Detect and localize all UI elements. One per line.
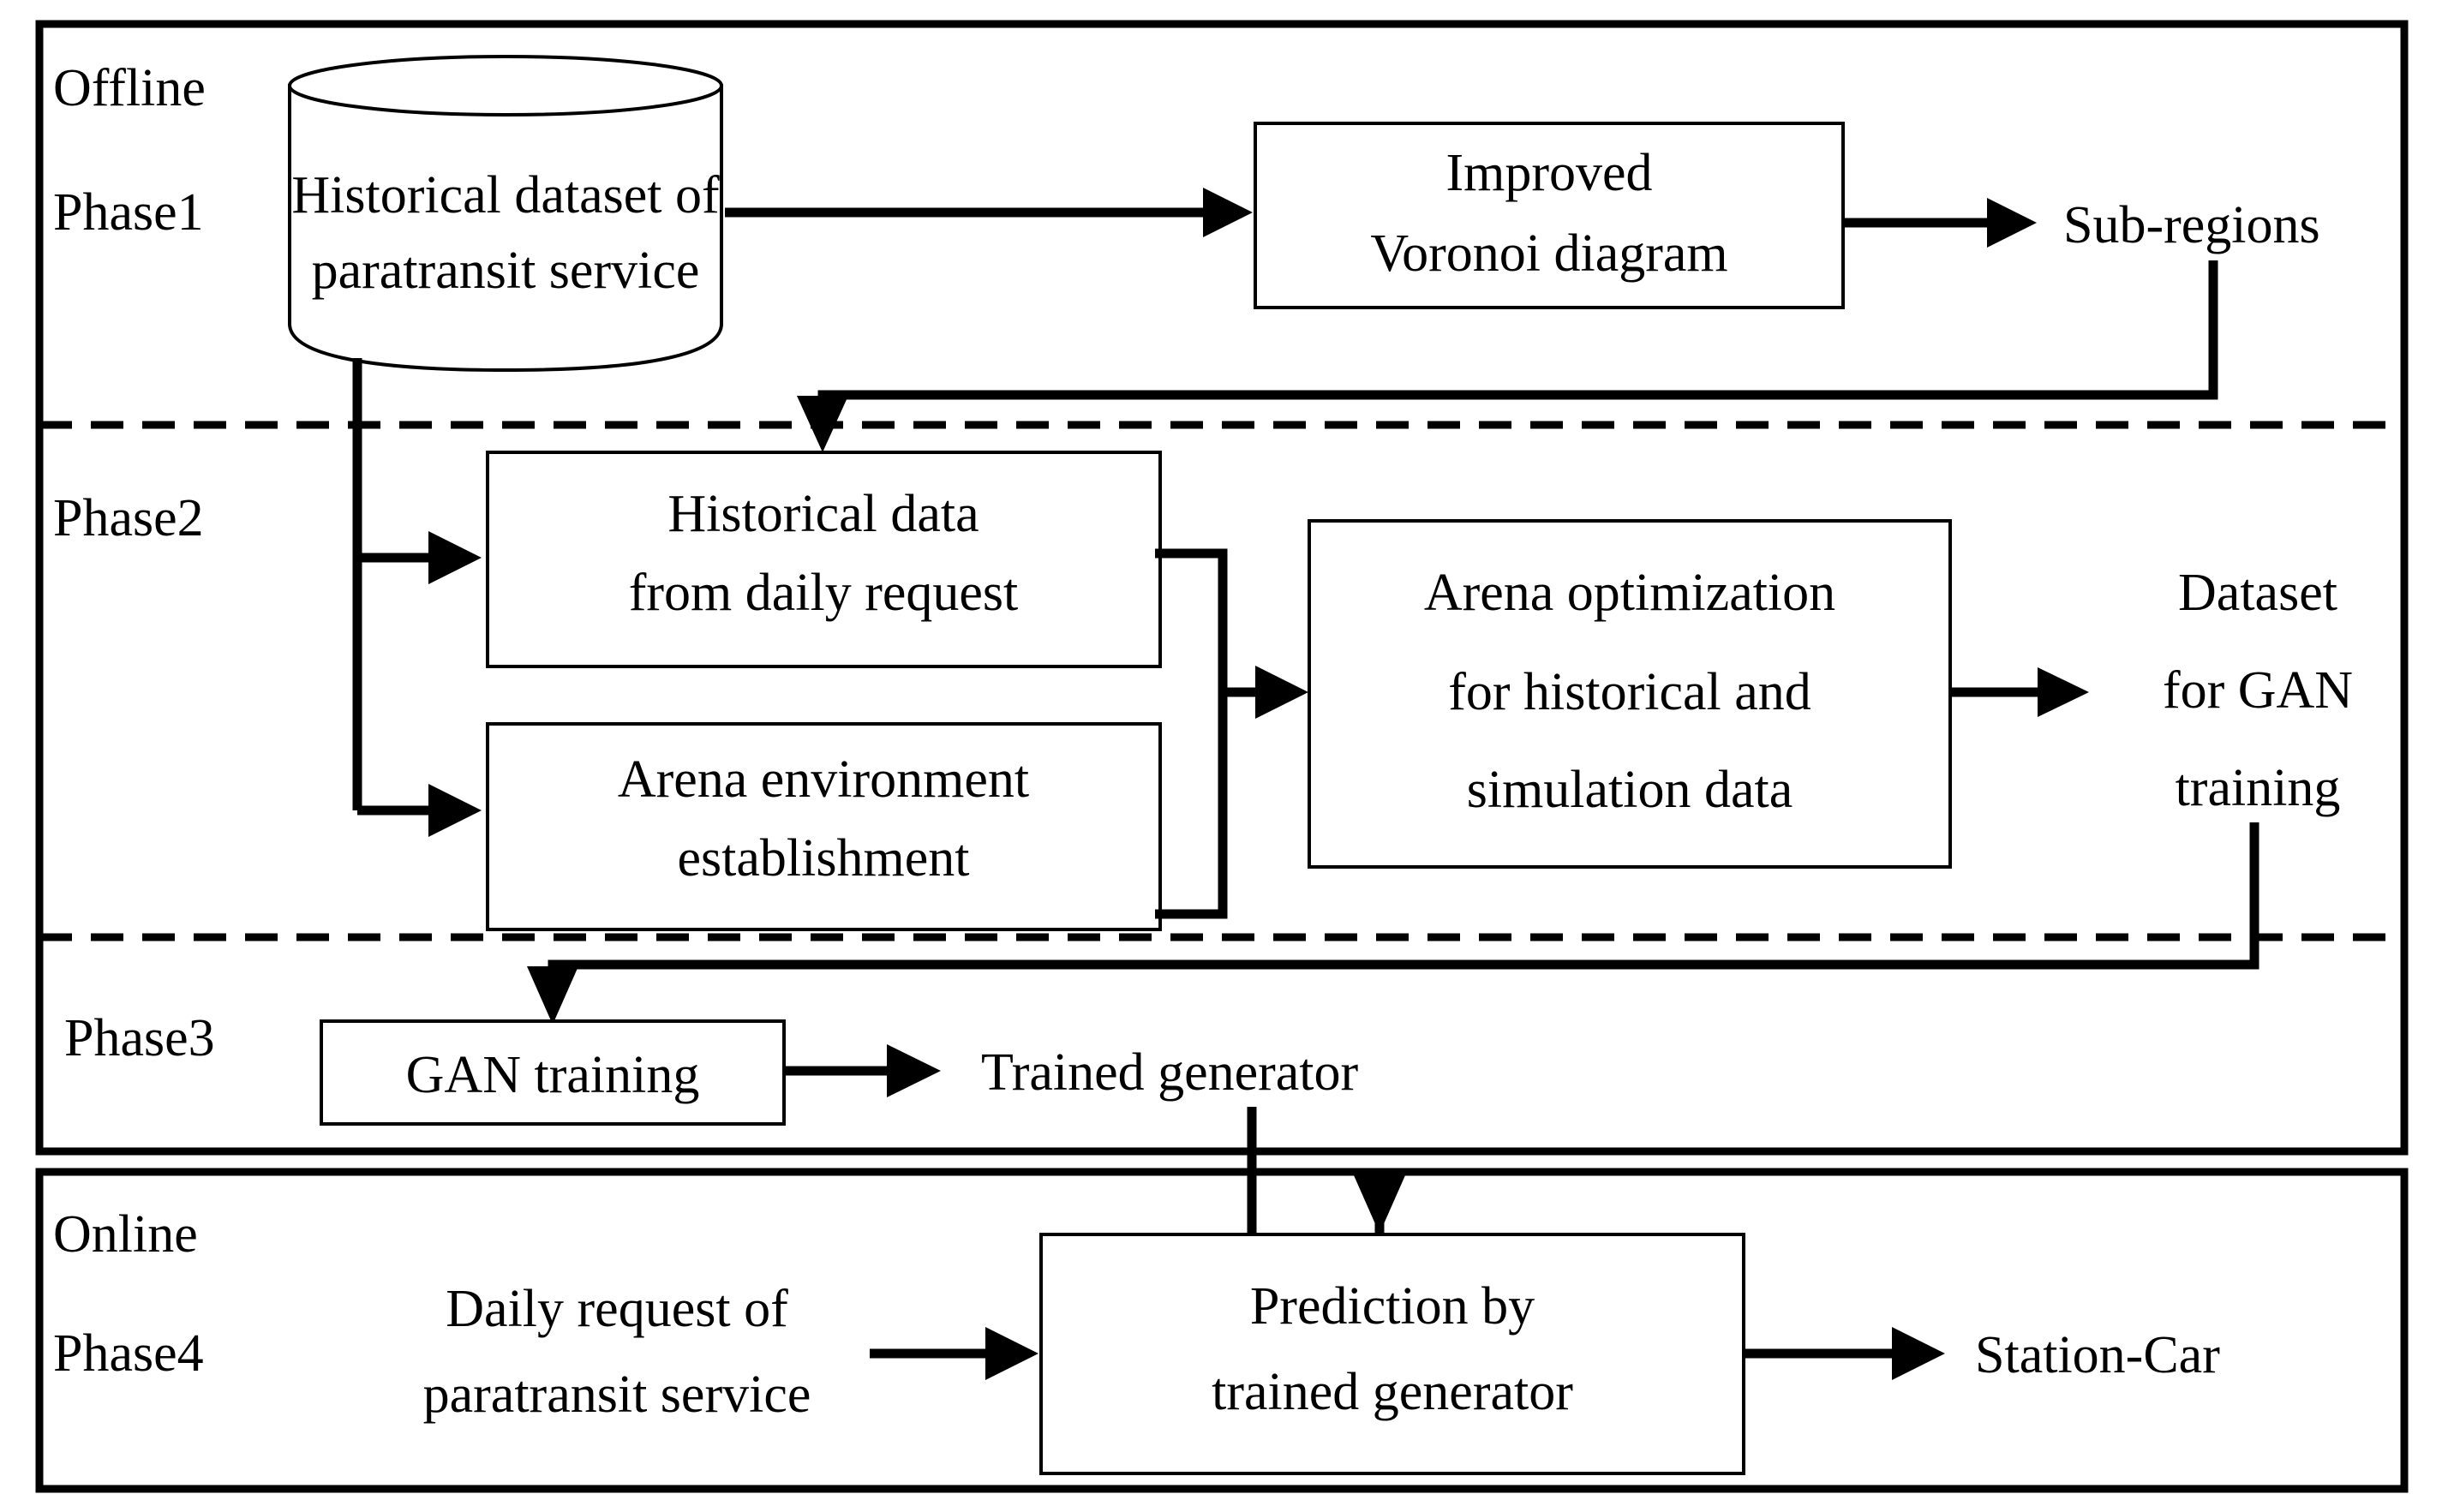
edge-dataset-to-voronoi bbox=[725, 188, 1253, 237]
arena-optimization-line2: for historical and bbox=[1448, 663, 1811, 721]
phase-label-phase1: Phase1 bbox=[53, 183, 204, 242]
edge-arena-optimization-to-dataset-gan bbox=[1951, 667, 2089, 717]
arena-optimization-line3: simulation data bbox=[1467, 761, 1793, 819]
section-label-online: Online bbox=[53, 1205, 198, 1264]
edge-dataset-gan-to-gan-training bbox=[527, 822, 2259, 1025]
dataset-gan-line1: Dataset bbox=[2178, 564, 2337, 622]
node-dataset-gan: Dataset for GAN training bbox=[2163, 564, 2353, 817]
daily-request-line2: paratransit service bbox=[423, 1366, 811, 1424]
edge-daily-request-to-prediction bbox=[870, 1327, 1038, 1380]
improved-voronoi-line1: Improved bbox=[1445, 144, 1652, 202]
arena-environment-line1: Arena environment bbox=[618, 750, 1029, 809]
phase-label-phase2: Phase2 bbox=[53, 489, 204, 547]
historical-daily-line2: from daily request bbox=[629, 564, 1019, 622]
node-sub-regions: Sub-regions bbox=[2063, 196, 2320, 254]
edge-dataset-to-phase2-boxes bbox=[352, 358, 482, 837]
improved-voronoi-line2: Voronoi diagram bbox=[1370, 224, 1727, 283]
section-label-offline: Offline bbox=[53, 59, 206, 117]
node-trained-generator: Trained generator bbox=[981, 1043, 1359, 1102]
historical-dataset-line2: paratransit service bbox=[312, 242, 700, 300]
dataset-gan-line2: for GAN bbox=[2163, 661, 2353, 720]
arena-environment-line2: establishment bbox=[678, 829, 970, 887]
prediction-line2: trained generator bbox=[1212, 1363, 1573, 1421]
arena-optimization-line1: Arena optimization bbox=[1424, 564, 1835, 622]
node-historical-daily: Historical data from daily request bbox=[486, 451, 1162, 668]
edge-phase2-boxes-to-arena-optimization bbox=[1155, 548, 1308, 919]
historical-daily-line1: Historical data bbox=[667, 485, 979, 543]
node-daily-request: Daily request of paratransit service bbox=[423, 1280, 811, 1424]
online-section-frame bbox=[35, 1168, 2409, 1493]
edge-gan-training-to-trained-generator bbox=[785, 1044, 941, 1097]
daily-request-line1: Daily request of bbox=[446, 1280, 788, 1338]
prediction-line1: Prediction by bbox=[1250, 1277, 1535, 1336]
phase-label-phase3: Phase3 bbox=[64, 1009, 215, 1067]
gan-training-label: GAN training bbox=[406, 1046, 700, 1104]
node-station-car: Station-Car bbox=[1975, 1326, 2220, 1384]
node-prediction: Prediction by trained generator bbox=[1039, 1233, 1745, 1475]
edge-voronoi-to-subregions bbox=[1843, 198, 2037, 248]
node-gan-training: GAN training bbox=[320, 1019, 786, 1126]
phase-label-phase4: Phase4 bbox=[53, 1324, 204, 1383]
node-historical-dataset: Historical dataset of paratransit servic… bbox=[288, 55, 723, 373]
node-arena-optimization: Arena optimization for historical and si… bbox=[1308, 519, 1952, 869]
offline-section-frame bbox=[35, 20, 2409, 1156]
node-improved-voronoi: Improved Voronoi diagram bbox=[1254, 122, 1845, 309]
dataset-gan-line3: training bbox=[2176, 759, 2341, 817]
edge-subregions-to-historical-daily bbox=[797, 260, 2218, 452]
historical-dataset-line1: Historical dataset of bbox=[291, 166, 720, 224]
edge-prediction-to-station-car bbox=[1745, 1327, 1945, 1380]
node-arena-environment: Arena environment establishment bbox=[486, 722, 1162, 931]
